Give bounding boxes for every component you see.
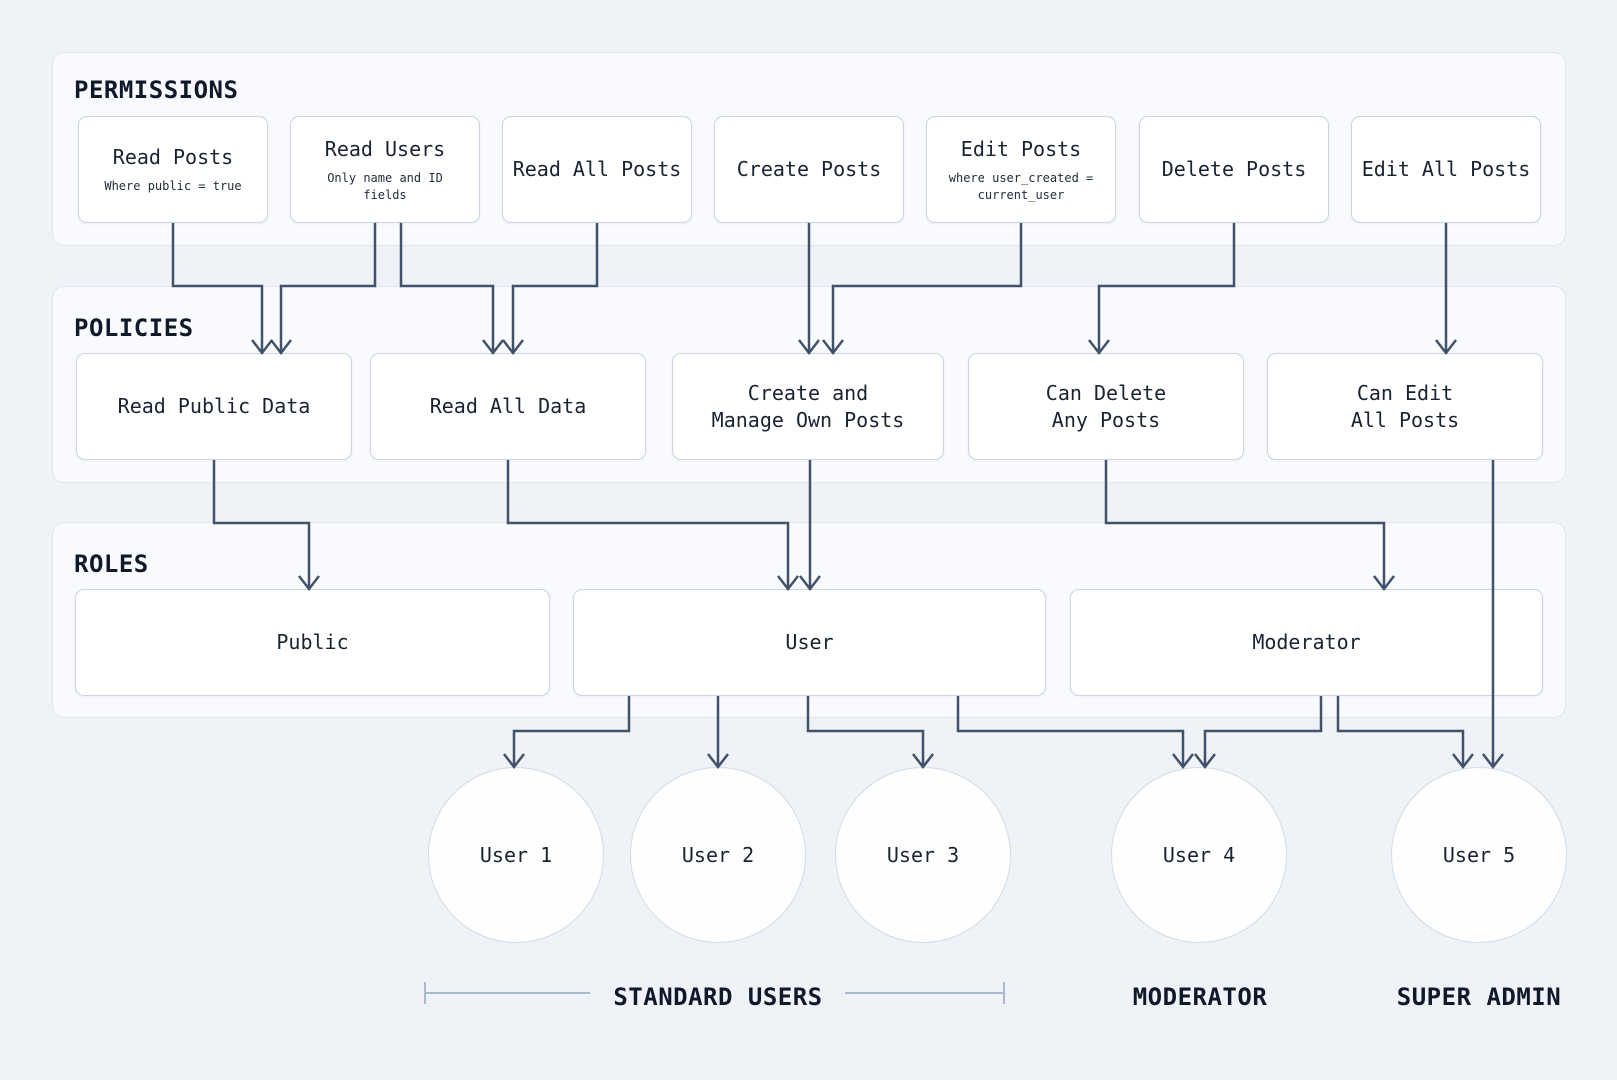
policy-node-read-all-data: Read All Data <box>370 353 646 460</box>
node-label: Public <box>276 630 349 654</box>
node-label: Moderator <box>1252 630 1361 654</box>
user-circle-label: User 3 <box>886 843 960 867</box>
permission-node-create-posts: Create Posts <box>714 116 904 223</box>
permission-node-edit-all-posts: Edit All Posts <box>1351 116 1541 223</box>
node-label: Read All Posts <box>512 157 682 181</box>
node-label: Can Delete Any Posts <box>1045 380 1167 432</box>
user-circle-2: User 2 <box>630 767 806 943</box>
standard-users-bracket-right-line <box>845 992 1004 994</box>
policies-section-title: POLICIES <box>74 314 194 342</box>
role-node-moderator: Moderator <box>1070 589 1543 696</box>
node-sublabel: Only name and ID fields <box>327 170 443 202</box>
user-circle-label: User 5 <box>1442 843 1516 867</box>
user-circle-4: User 4 <box>1111 767 1287 943</box>
permission-node-read-all-posts: Read All Posts <box>502 116 692 223</box>
permissions-section-title: PERMISSIONS <box>74 76 239 104</box>
node-label: Edit All Posts <box>1361 157 1531 181</box>
group-label-moderator: MODERATOR <box>1132 983 1268 1011</box>
group-label-standard-users: STANDARD USERS <box>613 983 823 1011</box>
role-node-user: User <box>573 589 1046 696</box>
node-label: Read Posts <box>112 145 234 169</box>
user-circle-label: User 2 <box>681 843 755 867</box>
role-node-public: Public <box>75 589 550 696</box>
user-circle-label: User 1 <box>479 843 553 867</box>
policy-node-can-delete-any-posts: Can Delete Any Posts <box>968 353 1244 460</box>
policy-node-read-public-data: Read Public Data <box>76 353 352 460</box>
permission-node-delete-posts: Delete Posts <box>1139 116 1329 223</box>
group-label-super-admin: SUPER ADMIN <box>1396 983 1562 1011</box>
node-label: Create Posts <box>736 157 882 181</box>
permission-node-read-posts: Read Posts Where public = true <box>78 116 268 223</box>
node-label: Can Edit All Posts <box>1350 380 1460 432</box>
user-circle-3: User 3 <box>835 767 1011 943</box>
node-label: Read All Data <box>429 394 587 418</box>
standard-users-bracket-left-line <box>425 992 590 994</box>
node-sublabel: Where public = true <box>104 179 242 193</box>
node-label: User <box>785 630 834 654</box>
policy-node-can-edit-all-posts: Can Edit All Posts <box>1267 353 1543 460</box>
node-label: Edit Posts <box>960 136 1082 161</box>
user-circle-label: User 4 <box>1162 843 1236 867</box>
node-label: Read Users <box>324 136 446 161</box>
node-label: Create and Manage Own Posts <box>711 380 905 432</box>
standard-users-bracket-right-tick <box>1003 982 1005 1004</box>
policy-node-create-and-manage-own-posts: Create and Manage Own Posts <box>672 353 944 460</box>
permission-node-edit-posts: Edit Posts where user_created = current_… <box>926 116 1116 223</box>
node-label: Delete Posts <box>1161 157 1307 181</box>
user-circle-5: User 5 <box>1391 767 1567 943</box>
user-circle-1: User 1 <box>428 767 604 943</box>
node-label: Read Public Data <box>117 394 311 418</box>
roles-section-title: ROLES <box>74 550 149 578</box>
node-sublabel: where user_created = current_user <box>948 170 1094 202</box>
permission-node-read-users: Read Users Only name and ID fields <box>290 116 480 223</box>
